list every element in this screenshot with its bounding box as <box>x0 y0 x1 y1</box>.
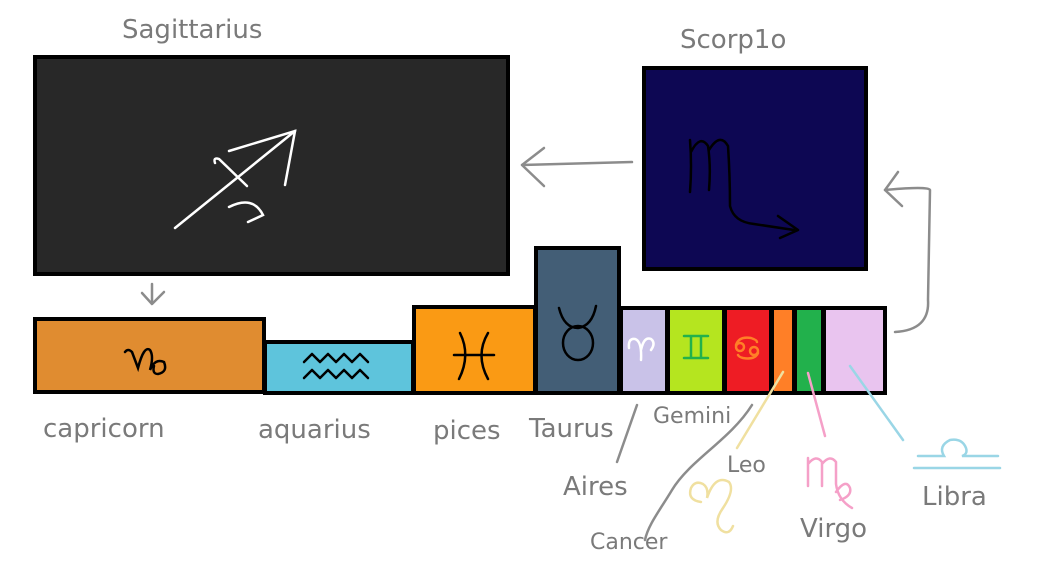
libra-to-scorpio-arrowhead <box>883 170 904 208</box>
leo-icon <box>688 478 735 534</box>
libra-leader-line <box>848 364 905 442</box>
gemini-label: Gemini <box>653 404 732 429</box>
libra-label: Libra <box>922 482 987 512</box>
leo-label: Leo <box>727 453 766 478</box>
scorpio-box <box>642 66 868 271</box>
sagittarius-icon <box>173 129 297 230</box>
scorpio-label: Scorp1o <box>680 25 787 55</box>
scorpio-to-sagittarius-arrow <box>520 160 634 167</box>
cancer-label: Cancer <box>590 530 668 555</box>
scorpio-icon <box>688 138 800 240</box>
pisces-label: pices <box>433 416 501 446</box>
libra-icon <box>912 438 1002 470</box>
leo-leader-line <box>735 370 785 450</box>
sagittarius-label: Sagittarius <box>122 15 263 45</box>
cancer-leader-line <box>643 403 754 542</box>
virgo-leader-line <box>806 371 827 438</box>
scorpio-to-sagittarius-arrowhead <box>520 146 546 188</box>
aries-icon <box>627 337 655 362</box>
aries-label: Aires <box>563 472 628 502</box>
gemini-icon <box>682 334 710 360</box>
aquarius-label: aquarius <box>258 415 371 445</box>
libra-box <box>822 306 887 395</box>
taurus-label: Taurus <box>529 414 614 444</box>
virgo-label: Virgo <box>800 514 868 544</box>
capricorn-box <box>33 317 266 394</box>
capricorn-label: capricorn <box>43 414 165 444</box>
gemini-box <box>666 306 726 395</box>
pisces-icon <box>452 331 496 381</box>
pisces-box <box>412 305 537 395</box>
libra-to-scorpio-arrow <box>883 186 932 334</box>
aries-leader-line <box>615 403 639 464</box>
taurus-icon <box>557 304 598 362</box>
capricorn-icon <box>123 347 167 376</box>
cancer-icon <box>734 336 760 360</box>
aquarius-icon <box>302 352 370 380</box>
virgo-icon <box>806 456 854 510</box>
leo-box <box>770 306 796 395</box>
sagittarius-box <box>33 55 510 276</box>
sagittarius-to-capricorn-arrowhead <box>140 290 166 306</box>
